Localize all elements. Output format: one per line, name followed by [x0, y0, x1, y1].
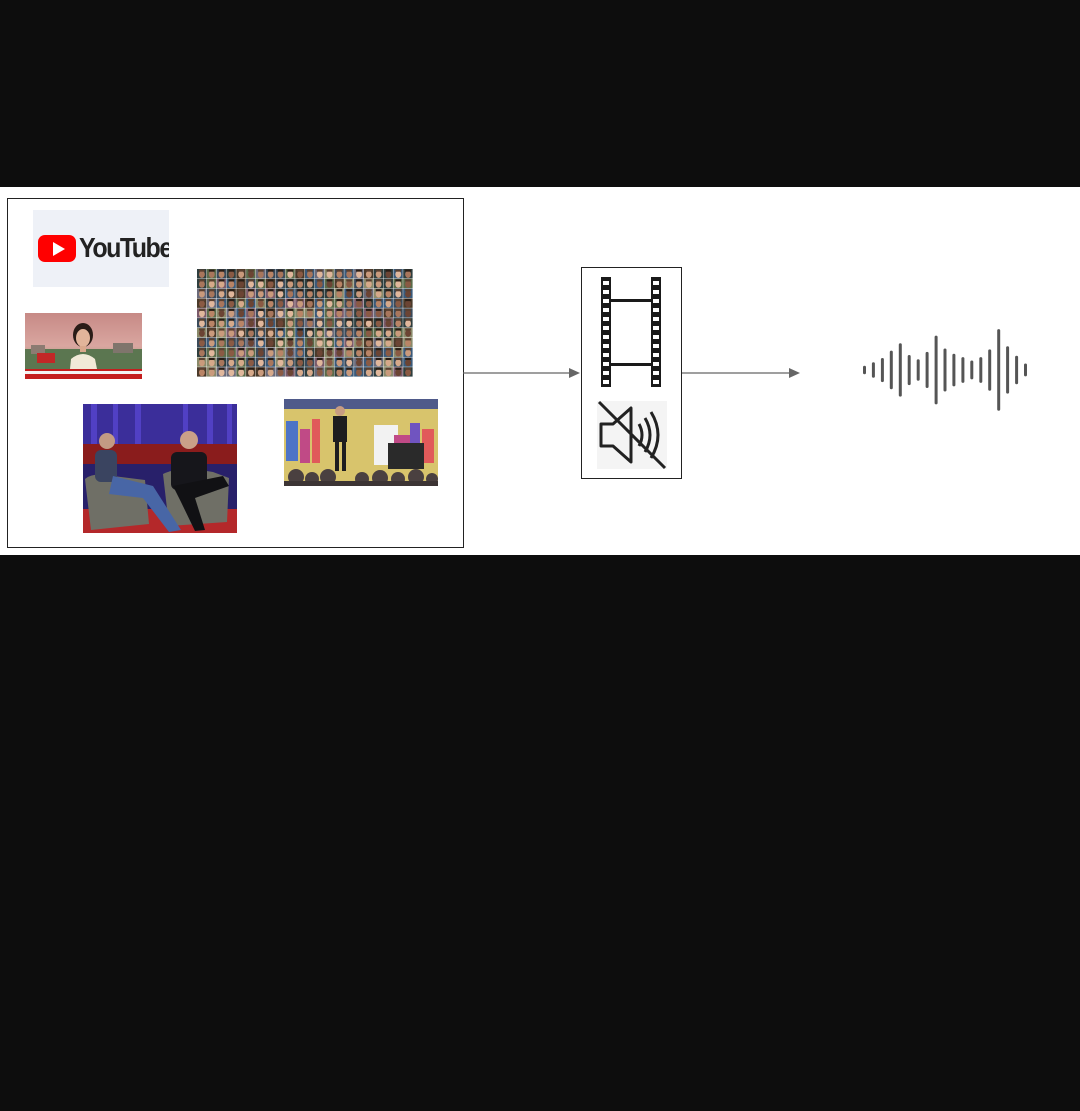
waveform-bar — [925, 351, 929, 388]
interview-stage-thumbnail — [83, 404, 237, 533]
waveform-bar — [952, 353, 956, 387]
waveform-bar — [889, 350, 893, 390]
waveform-bar — [997, 329, 1001, 411]
waveform-bar — [916, 359, 920, 381]
silent-video-panel — [581, 267, 682, 479]
waveform-bar — [880, 358, 884, 383]
waveform-bar — [863, 365, 866, 375]
waveform-bar — [970, 360, 974, 380]
waveform-bar — [961, 357, 965, 383]
speaker-muted-icon — [597, 400, 667, 470]
lecture-stage-thumbnail — [284, 399, 438, 486]
waveform-bar — [871, 362, 875, 378]
waveform-bar — [943, 348, 947, 392]
waveform-bar — [907, 355, 911, 386]
diagram-band: YouTube — [0, 187, 1080, 555]
waveform-bar — [934, 335, 938, 405]
waveform-bar — [1006, 346, 1010, 394]
youtube-wordmark: YouTube — [79, 232, 169, 264]
waveform-bar — [979, 357, 983, 383]
waveform-bar — [1024, 363, 1027, 377]
audio-waveform-icon — [863, 329, 1027, 411]
waveform-bar — [1015, 355, 1019, 385]
news-anchor-thumbnail — [25, 313, 142, 379]
waveform-bar — [988, 349, 992, 391]
arrow-sources-to-video — [463, 368, 580, 378]
video-sources-panel: YouTube — [7, 198, 464, 548]
youtube-logo-tile: YouTube — [33, 210, 169, 287]
waveform-bar — [898, 343, 902, 397]
film-strip-icon — [601, 277, 661, 387]
arrow-video-to-audio — [682, 368, 800, 378]
face-grid-mosaic — [197, 269, 413, 377]
youtube-play-icon — [38, 235, 76, 262]
